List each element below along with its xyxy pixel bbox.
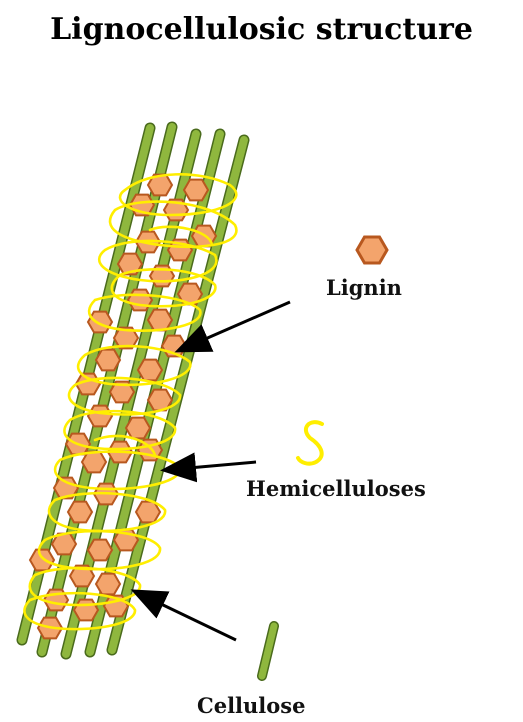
lignin-hexagon <box>88 312 112 333</box>
lignin-hexagon <box>126 418 150 439</box>
lignin-hexagon <box>82 452 106 473</box>
lignin-hexagon <box>74 600 98 621</box>
lignin-hexagon <box>30 550 54 571</box>
legend-icons <box>262 237 387 676</box>
lignin-hexagon <box>68 502 92 523</box>
lignin-hexagon <box>88 406 112 427</box>
lignin-hexagon <box>138 360 162 381</box>
lignin-hexagon <box>184 180 208 201</box>
lignin-hexagon <box>96 350 120 371</box>
lignin-legend-icon <box>357 237 387 263</box>
cellulose-label: Cellulose <box>197 693 305 718</box>
lignin-hexagon <box>88 540 112 561</box>
lignin-hexagon <box>128 290 152 311</box>
hemicellulose-legend-icon <box>298 422 322 463</box>
cellulose-arrow <box>136 592 236 640</box>
lignin-label: Lignin <box>326 275 402 300</box>
lignin-hexagon <box>148 310 172 331</box>
hemicelluloses-label: Hemicelluloses <box>246 476 426 501</box>
lignin-hexagon <box>96 574 120 595</box>
